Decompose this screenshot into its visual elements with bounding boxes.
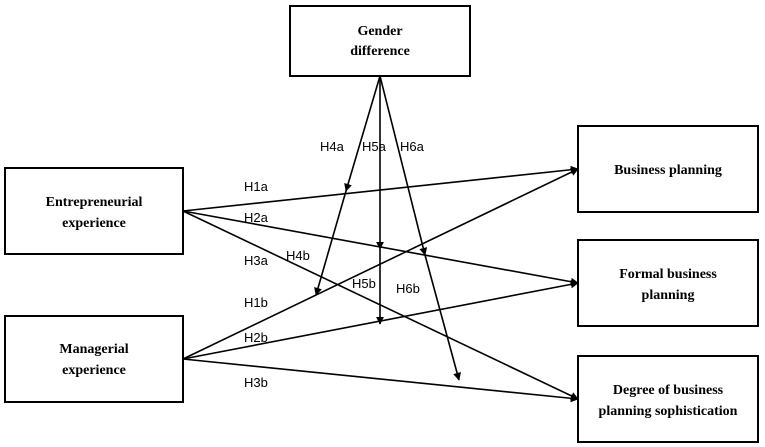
- node-entrepreneurial-line1: Entrepreneurial: [46, 195, 143, 210]
- node-formal-planning-line1: Formal business: [619, 267, 717, 282]
- arrow-h4a: [344, 75, 381, 192]
- node-degree-of-sophistication: Degree of business planning sophisticati…: [577, 355, 759, 443]
- label-h1a: H1a: [244, 179, 269, 194]
- node-gender-line1: Gender: [357, 24, 402, 39]
- label-h3b: H3b: [244, 375, 268, 390]
- label-h6b: H6b: [396, 281, 420, 296]
- arrow-h6a: [379, 75, 428, 256]
- label-h4a: H4a: [320, 139, 345, 154]
- node-gender-line2: difference: [350, 44, 410, 59]
- node-entrepreneurial-experience: Entrepreneurial experience: [4, 167, 184, 255]
- node-gender-difference: Gender difference: [289, 5, 471, 77]
- node-sophistication-line2: planning sophistication: [599, 404, 738, 419]
- node-managerial-line1: Managerial: [59, 342, 128, 357]
- node-managerial-line2: experience: [62, 363, 126, 378]
- label-h5a: H5a: [362, 139, 387, 154]
- arrow-h3b: [182, 358, 579, 403]
- node-business-planning-line1: Business planning: [614, 163, 722, 178]
- node-formal-business-planning: Formal business planning: [577, 239, 759, 327]
- node-entrepreneurial-line2: experience: [62, 216, 126, 231]
- node-sophistication-line1: Degree of business: [613, 383, 724, 398]
- arrow-h4b: [314, 190, 347, 296]
- label-h2b: H2b: [244, 330, 268, 345]
- label-h2a: H2a: [244, 210, 269, 225]
- label-h6a: H6a: [400, 139, 425, 154]
- label-h5b: H5b: [352, 276, 376, 291]
- label-h3a: H3a: [244, 253, 269, 268]
- arrow-h6b: [424, 254, 461, 381]
- node-formal-planning-line2: planning: [642, 288, 695, 303]
- node-managerial-experience: Managerial experience: [4, 315, 184, 403]
- node-business-planning: Business planning: [577, 125, 759, 213]
- label-h1b: H1b: [244, 295, 268, 310]
- label-h4b: H4b: [286, 248, 310, 263]
